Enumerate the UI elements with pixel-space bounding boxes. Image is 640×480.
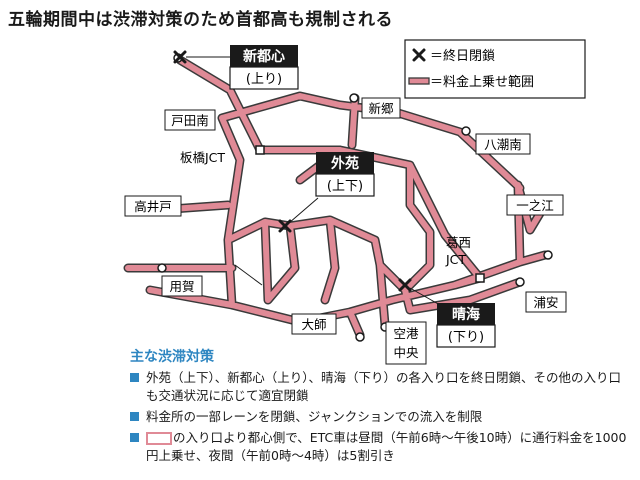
exit-labels: 戸田南 新郷 八潮南 高井戸 一之江 用賀 浦安 大師 空港 中央 bbox=[124, 97, 567, 365]
bullet-square-icon bbox=[130, 412, 139, 421]
exit-label-box bbox=[161, 275, 203, 297]
legend-surcharge-swatch bbox=[408, 77, 430, 85]
measure-item-text: の入り口より都心側で、ETC車は昼間（午前6時～午後10時）に通行料金を1000… bbox=[146, 430, 627, 463]
legend-box bbox=[404, 39, 586, 99]
exit-kuko: 空港 bbox=[393, 326, 419, 341]
label-name-bg bbox=[316, 152, 374, 174]
connector-line bbox=[234, 264, 263, 286]
closure-x-icon bbox=[173, 50, 187, 64]
node-circle bbox=[515, 277, 525, 287]
exit-label-box bbox=[124, 195, 182, 217]
exit-connectors bbox=[234, 264, 263, 286]
label-harumi-name: 晴海 bbox=[452, 306, 480, 323]
junction-square bbox=[475, 273, 485, 283]
measure-item-text: 料金所の一部レーンを閉鎖、ジャンクションでの流入を制限 bbox=[146, 409, 483, 424]
exit-youga: 用賀 bbox=[169, 279, 194, 294]
closure-x-icon bbox=[398, 278, 412, 292]
exit-label-box bbox=[506, 194, 564, 216]
label-gaien: 外苑 (上下) bbox=[315, 152, 375, 197]
node-circle bbox=[157, 263, 167, 273]
label-harumi: 晴海 (下り) bbox=[436, 303, 496, 348]
jct-itabashi: 板橋JCT bbox=[180, 150, 225, 165]
node-circle bbox=[349, 93, 359, 103]
node-circle bbox=[461, 126, 471, 136]
bullet-square-icon bbox=[130, 433, 139, 442]
closure-x-icon bbox=[278, 219, 292, 233]
measure-item: の入り口より都心側で、ETC車は昼間（午前6時～午後10時）に通行料金を1000… bbox=[130, 429, 630, 465]
label-note-bg bbox=[436, 324, 496, 348]
exit-label-box bbox=[475, 133, 531, 155]
label-shintoshin-name: 新都心 bbox=[243, 48, 285, 65]
measure-item-text: 外苑（上下）、新都心（上り）、晴海（下り）の各入り口を終日閉鎖、その他の入り口も… bbox=[146, 370, 622, 403]
jct-kasai-line1: 葛西 bbox=[446, 235, 471, 250]
label-gaien-name: 外苑 bbox=[331, 155, 359, 172]
exit-urayasu: 浦安 bbox=[533, 295, 558, 310]
measure-item: 料金所の一部レーンを閉鎖、ジャンクションでの流入を制限 bbox=[130, 408, 630, 426]
closure-marks bbox=[173, 50, 412, 292]
label-shintoshin-note: (上り) bbox=[246, 72, 282, 87]
exit-todaminami: 戸田南 bbox=[171, 113, 209, 128]
legend-surcharge-label: ＝料金上乗せ範囲 bbox=[430, 74, 534, 90]
jct-kasai-line2: JCT bbox=[445, 252, 466, 267]
measure-item: 外苑（上下）、新都心（上り）、晴海（下り）の各入り口を終日閉鎖、その他の入り口も… bbox=[130, 369, 630, 405]
node-circle bbox=[543, 250, 553, 260]
exit-label-box bbox=[291, 313, 337, 335]
label-harumi-note: (下り) bbox=[448, 330, 484, 345]
jct-kasai: 葛西 JCT bbox=[445, 235, 471, 267]
exit-takaido: 高井戸 bbox=[134, 199, 172, 214]
exit-ichinoe: 一之江 bbox=[516, 198, 554, 213]
node-circle bbox=[355, 332, 365, 342]
bullet-square-icon bbox=[130, 373, 139, 382]
label-name-bg bbox=[437, 303, 495, 325]
junction-square bbox=[255, 145, 265, 155]
exit-label-box bbox=[164, 109, 216, 131]
legend: ＝終日閉鎖 ＝料金上乗せ範囲 bbox=[404, 39, 586, 99]
measures-heading: 主な渋滞対策 bbox=[130, 349, 214, 365]
exit-ohashi: 大師 bbox=[301, 317, 326, 332]
label-note-bg bbox=[229, 66, 299, 90]
label-name-bg bbox=[230, 45, 298, 67]
legend-closed-label: ＝終日閉鎖 bbox=[430, 48, 495, 64]
leader-lines bbox=[186, 56, 441, 306]
measures-section: 主な渋滞対策 外苑（上下）、新都心（上り）、晴海（下り）の各入り口を終日閉鎖、そ… bbox=[130, 346, 630, 468]
exit-shingo: 新郷 bbox=[368, 101, 394, 116]
label-gaien-note: (上下) bbox=[327, 179, 363, 194]
page-title: 五輪期間中は渋滞対策のため首都高も規制される bbox=[8, 10, 393, 30]
exit-chuo: 中央 bbox=[393, 345, 419, 360]
exit-hachijominami: 八潮南 bbox=[484, 137, 522, 152]
junctions bbox=[255, 145, 485, 283]
exit-label-box bbox=[525, 291, 567, 313]
surcharge-rect-icon bbox=[146, 432, 172, 445]
exit-label-box bbox=[385, 321, 427, 365]
label-shintoshin: 新都心 (上り) bbox=[229, 45, 299, 90]
legend-closed-icon bbox=[412, 48, 426, 62]
label-note-bg bbox=[315, 173, 375, 197]
exit-label-box bbox=[361, 97, 401, 119]
